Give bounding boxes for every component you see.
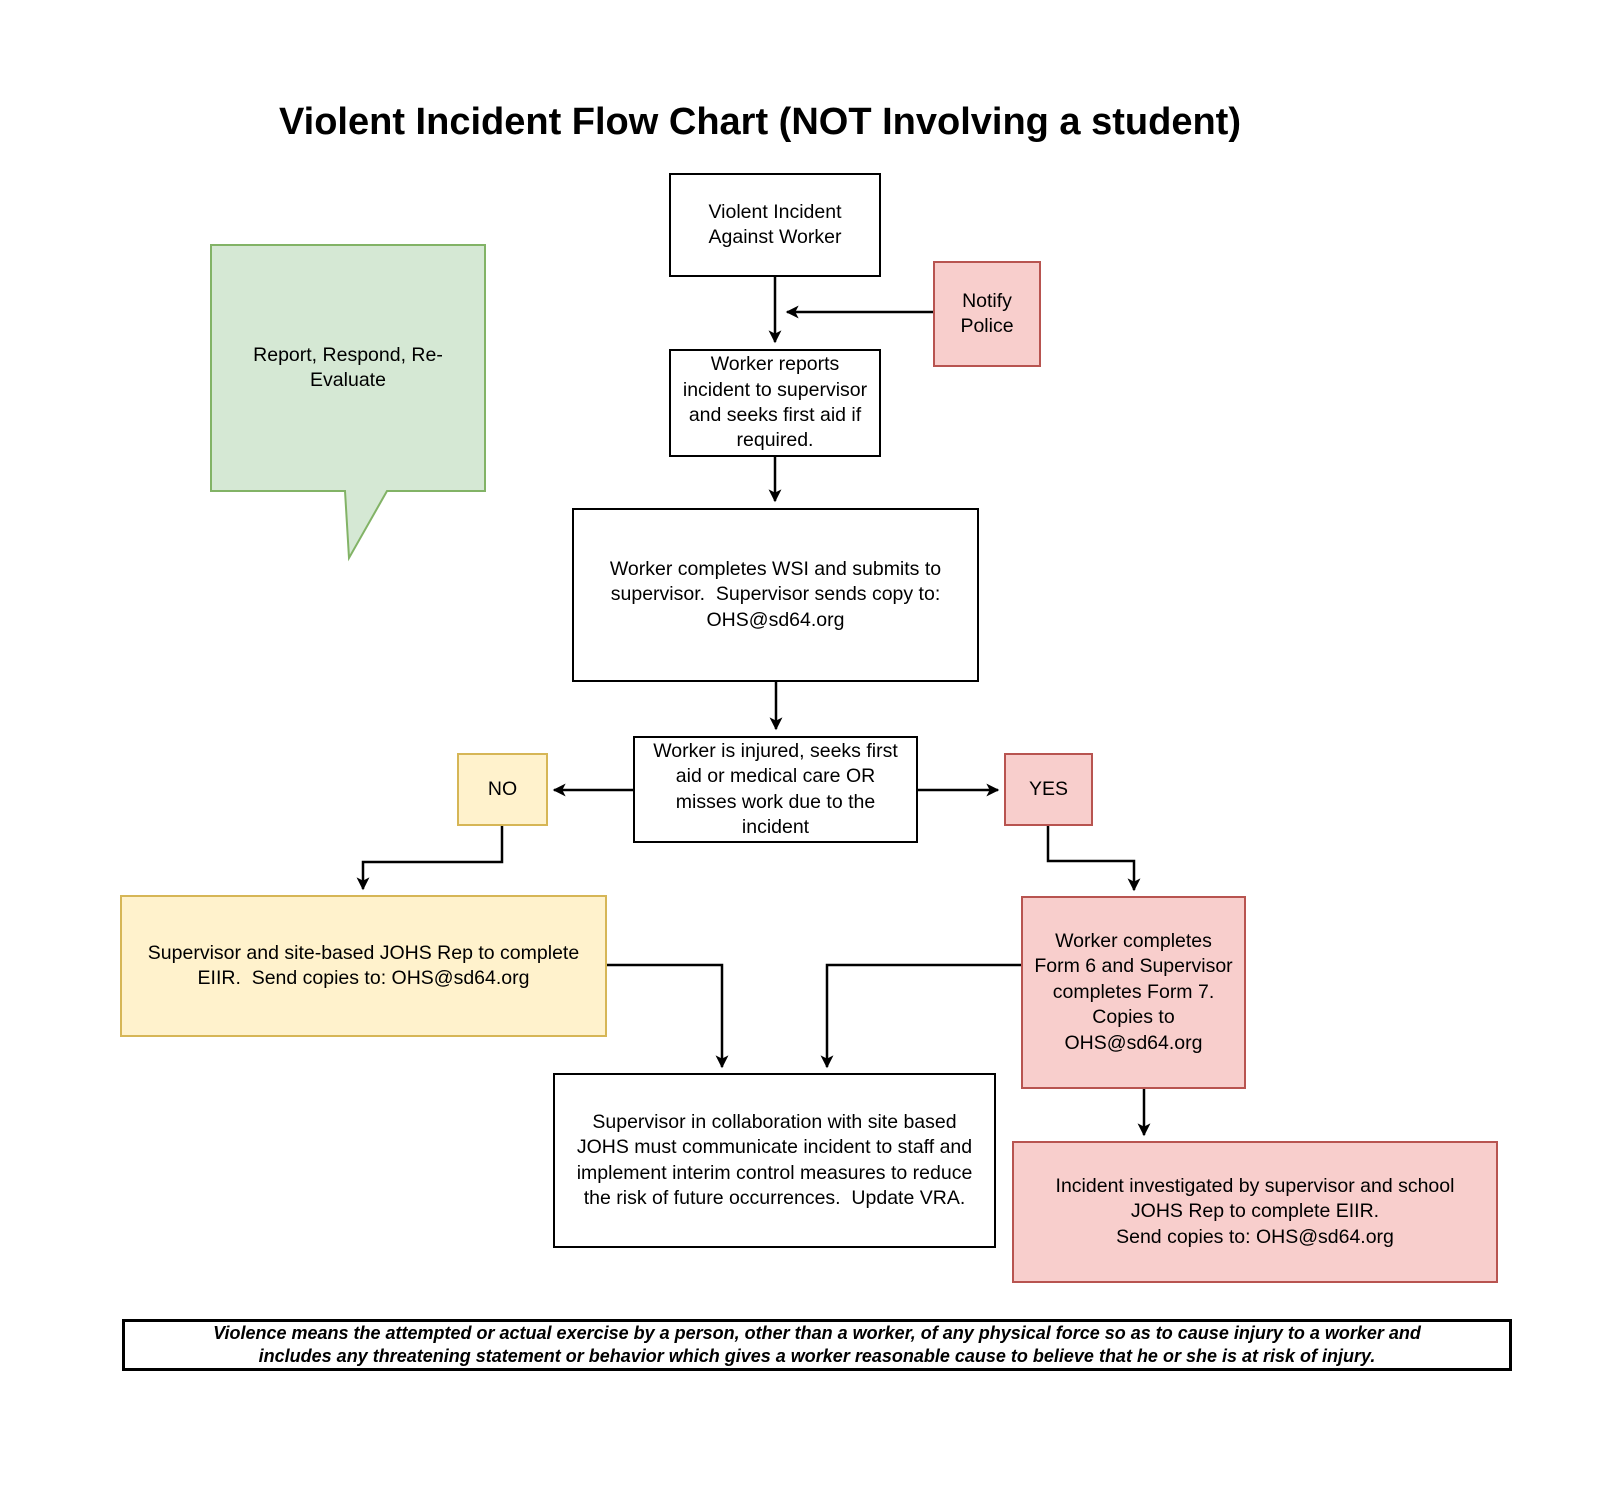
connector-eiir-to-communicate	[607, 963, 729, 1069]
page-title: Violent Incident Flow Chart (NOT Involvi…	[279, 101, 1241, 143]
violence-definition-box: Violence means the attempted or actual e…	[122, 1319, 1512, 1371]
flow-node-notify-police-label: Notify Police	[960, 289, 1014, 337]
connector-forms-to-communicate	[820, 963, 1021, 1069]
flow-node-decision-injured-label: Worker is injured, seeks first aid or me…	[653, 739, 898, 838]
flow-node-eiir: Supervisor and site-based JOHS Rep to co…	[120, 895, 607, 1037]
flow-node-wsi-label: Worker completes WSI and submits to supe…	[609, 557, 942, 631]
speech-bubble-shape	[210, 244, 486, 562]
flow-node-yes-label: YES	[1028, 777, 1069, 800]
flow-node-violent-incident-label: Violent Incident Against Worker	[708, 200, 842, 248]
flow-node-no: NO	[457, 753, 548, 826]
flow-node-violent-incident: Violent Incident Against Worker	[669, 173, 881, 277]
flow-node-communicate: Supervisor in collaboration with site ba…	[553, 1073, 996, 1248]
flow-node-forms-label: Worker completes Form 6 and Supervisor c…	[1034, 930, 1233, 1054]
flow-node-yes: YES	[1004, 753, 1093, 826]
flow-node-investigate: Incident investigated by supervisor and …	[1012, 1141, 1498, 1283]
flow-node-forms: Worker completes Form 6 and Supervisor c…	[1021, 896, 1246, 1089]
flow-node-worker-reports-label: Worker reports incident to supervisor an…	[682, 353, 868, 452]
flow-node-decision-injured: Worker is injured, seeks first aid or me…	[633, 736, 918, 843]
flow-node-eiir-label: Supervisor and site-based JOHS Rep to co…	[147, 941, 580, 989]
flow-node-investigate-label: Incident investigated by supervisor and …	[1055, 1174, 1455, 1248]
connector-no-to-eiir	[356, 826, 504, 891]
violence-definition-text: Violence means the attempted or actual e…	[213, 1322, 1421, 1366]
flow-node-communicate-label: Supervisor in collaboration with site ba…	[576, 1110, 973, 1209]
speech-bubble-report-respond: Report, Respond, Re- Evaluate	[211, 245, 485, 491]
flow-node-notify-police: Notify Police	[933, 261, 1041, 367]
flow-node-wsi: Worker completes WSI and submits to supe…	[572, 508, 979, 682]
connector-yes-to-forms	[1046, 826, 1141, 892]
speech-bubble-label: Report, Respond, Re- Evaluate	[253, 343, 443, 391]
flow-node-worker-reports: Worker reports incident to supervisor an…	[669, 349, 881, 457]
flow-node-no-label: NO	[487, 777, 518, 800]
